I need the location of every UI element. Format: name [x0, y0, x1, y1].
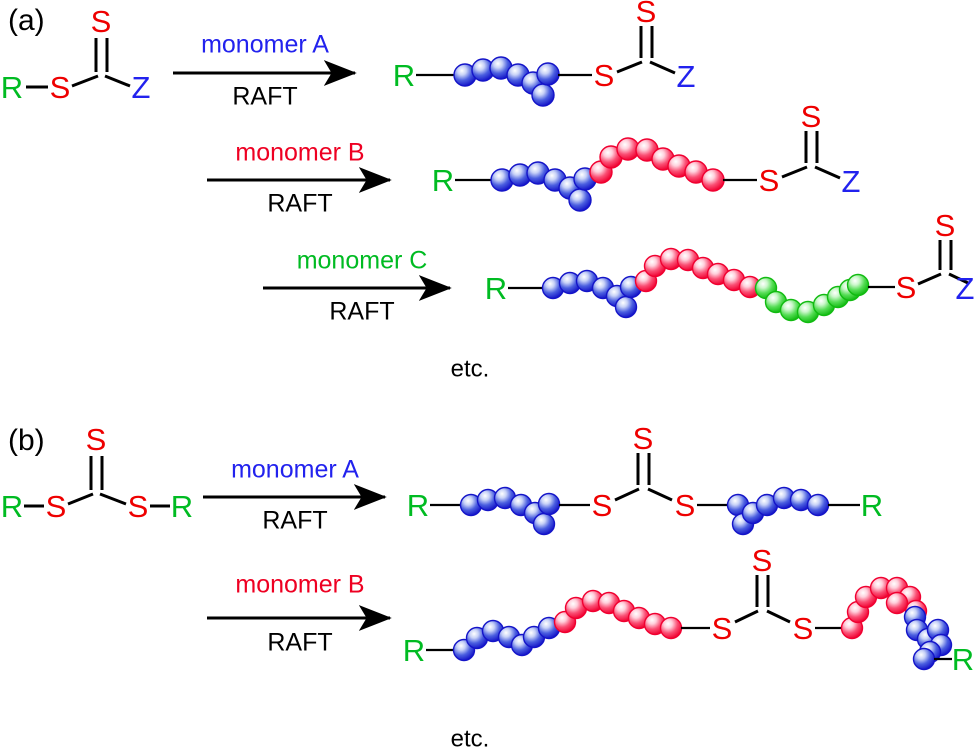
reagent-label-monomer-b-b: monomer B: [235, 571, 364, 599]
panel-a-product-1: R S S Z: [393, 0, 696, 107]
atom-label-r-product-1: R: [393, 58, 415, 93]
polymer-block-monomer-a-1: [453, 56, 560, 107]
bond-c-to-z-product-1: [649, 60, 676, 75]
atom-label-r-product-2: R: [432, 163, 454, 198]
atom-label-s-thioether-right-b: S: [128, 489, 149, 524]
etc-label-panel-a: etc.: [451, 355, 490, 382]
atom-label-s-thiocarbonyl: S: [91, 4, 112, 39]
atom-label-r-left-product-b2: R: [403, 633, 425, 668]
atom-label-z-product-1: Z: [677, 59, 696, 94]
panel-a-product-2: R S: [432, 99, 861, 212]
panel-a-label: (a): [8, 4, 45, 37]
atom-label-r-left-product-b1: R: [407, 488, 429, 523]
panel-b-product-2: R S: [403, 543, 974, 677]
atom-label-s-right-product-b1: S: [675, 488, 696, 523]
atom-label-r: R: [1, 70, 23, 105]
bond-c-to-s-right-b2: [766, 609, 791, 624]
polymer-block-monomer-a-2: [490, 161, 597, 212]
atom-label-s-left-product-b2: S: [712, 611, 733, 646]
atom-label-r-right-product-b2: R: [952, 642, 974, 677]
condition-label-raft-3: RAFT: [329, 298, 394, 326]
panel-b-label: (b): [8, 424, 45, 457]
reagent-label-monomer-c: monomer C: [297, 247, 428, 275]
polymer-block-monomer-a-right-b2: [903, 605, 953, 671]
atom-label-z-product-2: Z: [842, 164, 861, 199]
atom-label-z-product-3: Z: [956, 271, 975, 306]
atom-label-r-right-product-b1: R: [861, 488, 883, 523]
panel-b: (b) S S S R R monomer A RAFT R: [1, 421, 974, 752]
condition-label-raft-b1: RAFT: [262, 507, 327, 535]
polymer-block-monomer-a-left-b1: [459, 486, 561, 536]
reagent-label-monomer-a-b: monomer A: [231, 456, 359, 484]
polymer-block-monomer-a-3: [541, 269, 643, 319]
panel-a-reaction-2-arrow-group: monomer B RAFT: [207, 139, 392, 218]
atom-label-s-thiocarbonyl-product-b1: S: [633, 421, 654, 456]
etc-label-panel-b: etc.: [451, 725, 490, 752]
polymer-block-monomer-a-left-b2: [452, 616, 561, 662]
panel-b-reaction-1-arrow-group: monomer A RAFT: [203, 456, 387, 535]
atom-label-s-thiocarbonyl-product-2: S: [801, 99, 822, 134]
bond-s-left-to-c-b1: [614, 487, 640, 502]
bond-c-to-z-product-2: [814, 165, 841, 180]
polymer-block-monomer-b-right-b2: [840, 576, 928, 640]
polymer-block-monomer-b-2: [589, 137, 725, 192]
atom-label-s-thiocarbonyl-b: S: [86, 422, 107, 457]
atom-label-s-thiocarbonyl-product-3: S: [935, 208, 956, 243]
polymer-block-monomer-b-3: [634, 247, 762, 299]
panel-a-reaction-1-arrow-group: monomer A RAFT: [173, 31, 357, 111]
panel-b-reaction-2-arrow-group: monomer B RAFT: [207, 571, 392, 657]
polymer-block-monomer-c-3: [754, 273, 870, 324]
bond-s-to-c-product-2: [781, 165, 808, 179]
atom-label-s-thioether-product-2: S: [759, 163, 780, 198]
bond-s-left-to-c-b2: [734, 609, 759, 624]
bond-s-to-c-product-1: [616, 60, 643, 74]
bond-b-c-to-s-left: [67, 492, 94, 506]
bond-c-to-s-right-b1: [647, 487, 673, 502]
atom-label-s-thiocarbonyl-product-1: S: [636, 0, 657, 29]
panel-a-product-3: R: [485, 208, 975, 324]
panel-a: (a) S S R Z monomer A RAFT R: [1, 0, 975, 382]
bond-s-to-c-product-3: [917, 272, 942, 286]
reagent-label-monomer-a: monomer A: [201, 31, 329, 59]
atom-label-r-left-b: R: [1, 489, 23, 524]
condition-label-raft-1: RAFT: [232, 83, 297, 111]
polymer-block-monomer-a-right-b1: [726, 486, 830, 536]
condition-label-raft-b2: RAFT: [267, 629, 332, 657]
atom-label-s-right-product-b2: S: [793, 611, 814, 646]
atom-label-r-product-3: R: [485, 271, 507, 306]
panel-a-reactant-structure: S S R Z: [1, 4, 151, 105]
bond-c-to-z: [104, 74, 131, 88]
atom-label-s-thioether-product-1: S: [594, 58, 615, 93]
bond-b-c-to-s-right: [99, 492, 127, 506]
atom-label-s-thiocarbonyl-product-b2: S: [752, 543, 773, 578]
atom-label-s-left-product-b1: S: [592, 488, 613, 523]
atom-label-z: Z: [132, 70, 151, 105]
panel-b-reactant-structure: S S S R R: [1, 422, 193, 524]
panel-a-reaction-3-arrow-group: monomer C RAFT: [263, 247, 452, 326]
bond-c-to-s-left: [71, 74, 99, 88]
atom-label-s-thioether: S: [50, 70, 71, 105]
bond-c-to-z-product-3: [948, 272, 969, 285]
condition-label-raft-2: RAFT: [267, 190, 332, 218]
atom-label-r-right-b: R: [171, 489, 193, 524]
panel-b-product-1: R S S S: [407, 421, 883, 536]
atom-label-s-thioether-product-3: S: [896, 270, 917, 305]
polymer-block-monomer-b-left-b2: [553, 589, 683, 640]
reagent-label-monomer-b: monomer B: [235, 139, 364, 167]
atom-label-s-thioether-left-b: S: [46, 489, 67, 524]
